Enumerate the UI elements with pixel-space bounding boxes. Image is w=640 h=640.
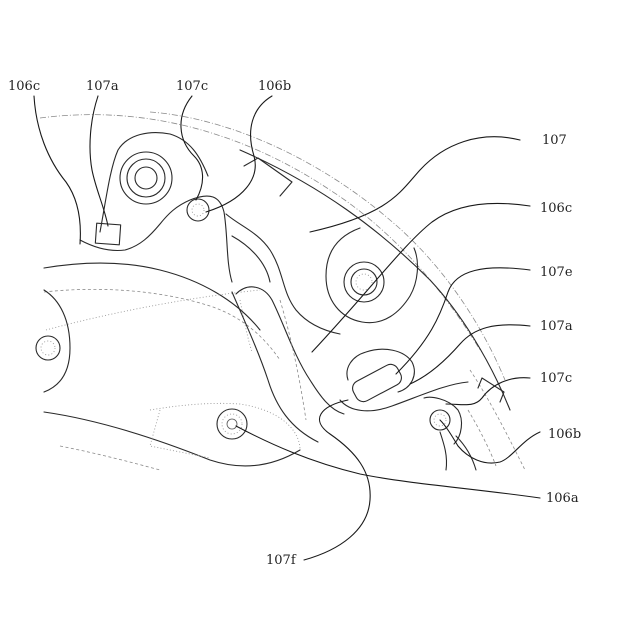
right-tab bbox=[424, 378, 504, 470]
label-107: 107 bbox=[542, 133, 567, 148]
main-arm bbox=[226, 214, 417, 334]
label-106c-top: 106c bbox=[8, 79, 40, 94]
leader-106b-right bbox=[440, 420, 540, 463]
label-107c-top: 107c bbox=[176, 79, 208, 94]
cover-tab-top bbox=[244, 158, 292, 196]
leader-106b-top bbox=[206, 96, 272, 212]
label-107f: 107f bbox=[266, 553, 297, 568]
label-107a-top: 107a bbox=[86, 79, 119, 94]
label-106c-right: 106c bbox=[540, 201, 572, 216]
reference-labels: 106c 107a 107c 106b 107 106c 107e 107a 1… bbox=[8, 79, 581, 568]
label-107e: 107e bbox=[540, 265, 573, 280]
leader-107 bbox=[310, 137, 520, 232]
label-106b-top: 106b bbox=[258, 79, 291, 94]
label-106a: 106a bbox=[546, 491, 579, 506]
label-107c-right: 107c bbox=[540, 371, 572, 386]
leader-lines bbox=[34, 96, 540, 560]
leader-106a bbox=[236, 426, 540, 498]
lower-plate bbox=[36, 263, 300, 470]
leader-107a-top bbox=[90, 96, 108, 226]
label-107a-right: 107a bbox=[540, 319, 573, 334]
leader-107f bbox=[304, 400, 370, 560]
cam-107e bbox=[340, 349, 468, 411]
pivot-106a bbox=[217, 409, 247, 439]
label-106b-right: 106b bbox=[548, 427, 581, 442]
link-bar bbox=[232, 287, 344, 442]
